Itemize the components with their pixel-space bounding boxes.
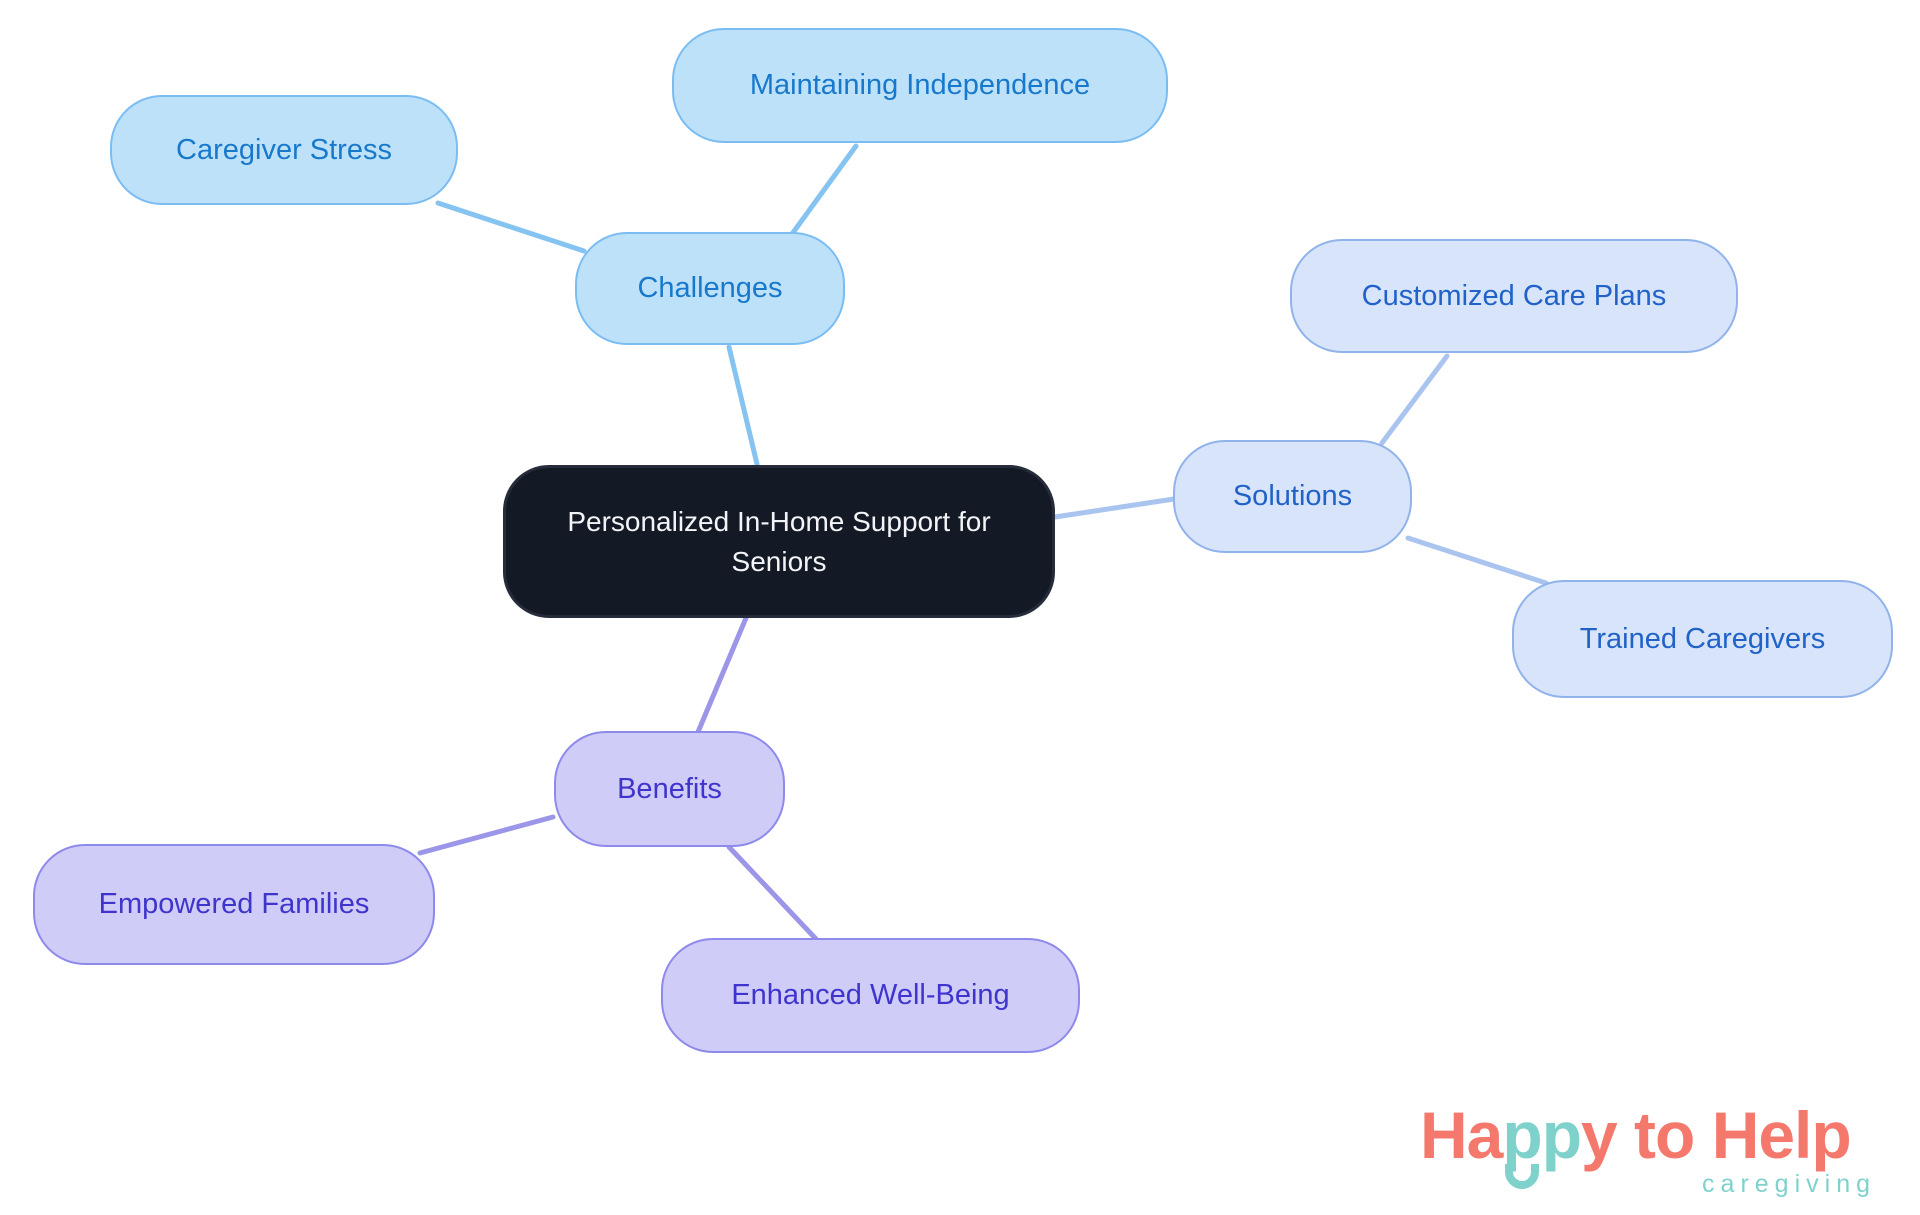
node-maintaining-independence-label: Maintaining Independence: [749, 69, 1091, 102]
node-caregiver-stress: Caregiver Stress: [110, 95, 458, 205]
edge-solutions-trained-caregivers: [1405, 535, 1549, 586]
edge-root-challenges: [726, 344, 760, 467]
node-challenges-label: Challenges: [637, 272, 783, 305]
node-root: Personalized In-Home Support for Seniors: [503, 465, 1055, 618]
node-customized-care-plans: Customized Care Plans: [1290, 239, 1738, 353]
edge-root-benefits: [695, 615, 749, 735]
edge-solutions-customized-care-plans: [1379, 353, 1450, 446]
node-empowered-families: Empowered Families: [33, 844, 435, 965]
node-benefits: Benefits: [554, 731, 785, 847]
edge-challenges-caregiver-stress: [435, 200, 587, 254]
edge-challenges-maintaining-independence: [789, 143, 859, 237]
node-challenges: Challenges: [575, 232, 845, 345]
logo-tagline: caregiving: [1702, 1170, 1876, 1198]
edge-root-solutions: [1052, 496, 1177, 520]
node-benefits-label: Benefits: [617, 772, 722, 805]
edge-benefits-enhanced-well-being: [726, 844, 819, 942]
node-solutions: Solutions: [1173, 440, 1412, 553]
node-enhanced-well-being-label: Enhanced Well-Being: [731, 979, 1010, 1012]
logo-brand-part3: y to Help: [1581, 1098, 1852, 1172]
node-enhanced-well-being: Enhanced Well-Being: [661, 938, 1080, 1053]
node-trained-caregivers-label: Trained Caregivers: [1579, 622, 1826, 655]
smile-icon: [1505, 1164, 1540, 1189]
node-customized-care-plans-label: Customized Care Plans: [1361, 279, 1667, 312]
logo-brand-part2-text: pp: [1502, 1098, 1582, 1172]
logo-brand-part1: Ha: [1420, 1098, 1503, 1172]
node-root-label: Personalized In-Home Support for Seniors: [567, 506, 991, 577]
node-solutions-label: Solutions: [1232, 480, 1353, 513]
node-maintaining-independence: Maintaining Independence: [672, 28, 1168, 143]
node-trained-caregivers: Trained Caregivers: [1512, 580, 1893, 698]
logo-brand-part2: pp: [1502, 1102, 1582, 1189]
node-caregiver-stress-label: Caregiver Stress: [176, 133, 392, 166]
node-empowered-families-label: Empowered Families: [98, 888, 370, 921]
edge-benefits-empowered-families: [417, 814, 556, 856]
